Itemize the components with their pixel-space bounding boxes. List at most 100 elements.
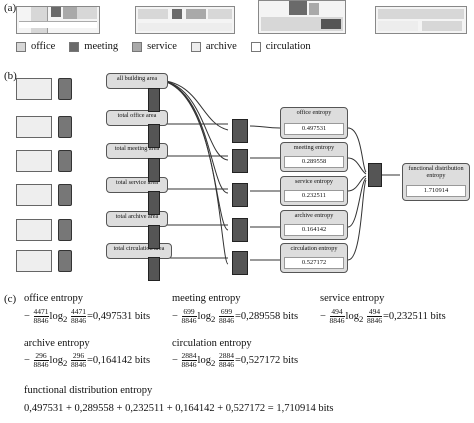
- cluster-block-3[interactable]: [232, 183, 248, 207]
- area-title-service: total service area: [116, 179, 158, 186]
- heading-meeting-entropy: meeting entropy: [172, 293, 241, 304]
- log-text: log: [49, 310, 63, 322]
- compute-block-3[interactable]: [148, 158, 160, 182]
- result: =0,232511 bits: [382, 310, 446, 322]
- denominator: 8846: [218, 360, 234, 369]
- floor-plan-2: [135, 6, 235, 34]
- minus-sign: −: [24, 354, 30, 366]
- legend-item-circulation: circulation: [250, 41, 311, 52]
- heading-circulation-entropy: circulation entropy: [172, 338, 252, 349]
- area-card-office[interactable]: total office area: [106, 110, 168, 126]
- log-base: 2: [210, 358, 216, 368]
- functional-entropy-title: functional distribution entropy: [408, 165, 464, 179]
- entropy-value-meeting: 0.289558: [284, 156, 344, 168]
- compute-block-4[interactable]: [148, 191, 160, 215]
- functional-entropy-value: 1.710914: [406, 185, 466, 197]
- log-text: log: [345, 310, 359, 322]
- panel-label-b: (b): [4, 70, 17, 82]
- entropy-panel-archive[interactable]: archive entropy 0.164142: [280, 210, 348, 240]
- legend-item-meeting: meeting: [69, 41, 118, 52]
- log-text: log: [197, 354, 211, 366]
- cluster-block-4[interactable]: [232, 218, 248, 242]
- area-card-circulation[interactable]: total circulation area: [106, 243, 172, 259]
- entropy-value-office: 0.497531: [284, 123, 344, 135]
- log-base: 2: [358, 314, 364, 324]
- floor-plan-1: [16, 6, 100, 34]
- area-title-all: all building area: [116, 75, 158, 82]
- heading-service-entropy: service entropy: [320, 293, 385, 304]
- result: =0,164142 bits: [86, 354, 151, 366]
- denominator: 8846: [218, 316, 234, 325]
- legend-label-archive: archive: [205, 41, 237, 52]
- source-panel-2[interactable]: [16, 116, 52, 138]
- minus-sign: −: [24, 310, 30, 322]
- floor-plan-3: [258, 0, 346, 34]
- numerator: 4471: [70, 307, 86, 317]
- numerator: 494: [329, 307, 345, 317]
- panel-label-c: (c): [4, 293, 17, 305]
- log-text: log: [49, 354, 63, 366]
- compute-block-2[interactable]: [148, 124, 160, 148]
- component-node-2[interactable]: [58, 116, 72, 138]
- legend-label-office: office: [31, 41, 56, 52]
- entropy-title-meeting: meeting entropy: [293, 144, 335, 151]
- denominator: 8846: [329, 316, 345, 325]
- source-panel-1[interactable]: [16, 78, 52, 100]
- log-base: 2: [62, 314, 68, 324]
- source-panel-3[interactable]: [16, 150, 52, 172]
- denominator: 8846: [70, 360, 86, 369]
- minus-sign: −: [172, 354, 178, 366]
- cluster-block-2[interactable]: [232, 149, 248, 173]
- entropy-panel-circulation[interactable]: circulation entropy 0.527172: [280, 243, 348, 273]
- compute-block-1[interactable]: [148, 88, 160, 112]
- legend-label-meeting: meeting: [84, 41, 119, 52]
- cluster-block-1[interactable]: [232, 119, 248, 143]
- functional-entropy-panel[interactable]: functional distribution entropy 1.710914: [402, 163, 470, 201]
- legend-item-office: office: [16, 41, 55, 52]
- component-node-4[interactable]: [58, 184, 72, 206]
- denominator: 8846: [181, 316, 197, 325]
- floor-plan-4: [375, 6, 467, 34]
- entropy-value-service: 0.232511: [284, 190, 344, 202]
- component-node-6[interactable]: [58, 250, 72, 272]
- entropy-panel-office[interactable]: office entropy 0.497531: [280, 107, 348, 139]
- area-title-meeting: total meeting area: [114, 145, 160, 152]
- numerator: 2884: [218, 351, 234, 361]
- denominator: 8846: [33, 360, 49, 369]
- entropy-panel-meeting[interactable]: meeting entropy 0.289558: [280, 142, 348, 172]
- sum-block[interactable]: [368, 163, 382, 187]
- component-node-5[interactable]: [58, 219, 72, 241]
- area-card-archive[interactable]: total archive area: [106, 211, 168, 227]
- entropy-panel-service[interactable]: service entropy 0.232511: [280, 176, 348, 206]
- component-node-1[interactable]: [58, 78, 72, 100]
- entropy-title-office: office entropy: [296, 109, 332, 116]
- source-panel-4[interactable]: [16, 184, 52, 206]
- swatch-office: [16, 41, 26, 52]
- numerator: 2884: [181, 351, 197, 361]
- swatch-meeting: [69, 41, 80, 52]
- cluster-block-5[interactable]: [232, 251, 248, 275]
- compute-block-6[interactable]: [148, 257, 160, 281]
- wire-layer: [154, 79, 400, 265]
- source-panel-6[interactable]: [16, 250, 52, 272]
- numerator: 296: [70, 351, 86, 361]
- swatch-archive: [190, 41, 201, 52]
- denominator: 8846: [366, 316, 382, 325]
- log-base: 2: [62, 358, 68, 368]
- component-node-3[interactable]: [58, 150, 72, 172]
- area-card-all[interactable]: all building area: [106, 73, 168, 89]
- source-panel-5[interactable]: [16, 219, 52, 241]
- compute-block-5[interactable]: [148, 225, 160, 249]
- area-title-archive: total archive area: [115, 213, 159, 220]
- numerator: 4471: [33, 307, 49, 317]
- result: =0,497531 bits: [86, 310, 151, 322]
